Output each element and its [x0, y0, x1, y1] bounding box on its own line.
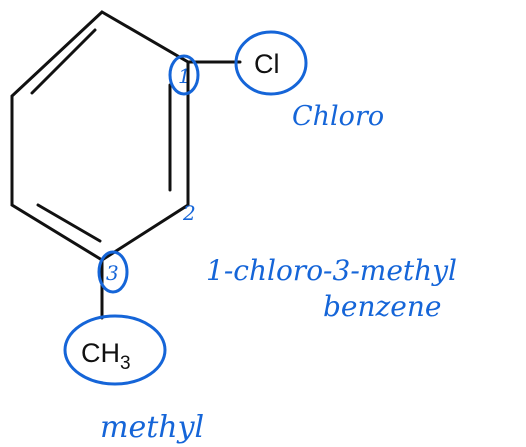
cl-circle — [234, 30, 308, 96]
benzene-ring — [10, 10, 190, 262]
double-bond-bottom-left — [36, 203, 102, 243]
position-2-number: 2 — [182, 201, 196, 225]
double-bond-top-left — [30, 28, 97, 95]
chloro-label: Chloro — [292, 101, 384, 132]
position-3-number: 3 — [106, 261, 119, 285]
position-3-circle — [97, 250, 129, 294]
methyl-label: methyl — [100, 410, 204, 445]
iupac-name-line2: benzene — [323, 290, 441, 323]
ch3-label: CH3 — [81, 338, 131, 374]
position-1-number: 1 — [178, 64, 191, 88]
ch3-circle — [63, 314, 167, 386]
position-1-circle — [168, 54, 200, 96]
iupac-name-line1: 1-chloro-3-methyl — [206, 254, 457, 287]
cl-label: Cl — [254, 49, 280, 79]
